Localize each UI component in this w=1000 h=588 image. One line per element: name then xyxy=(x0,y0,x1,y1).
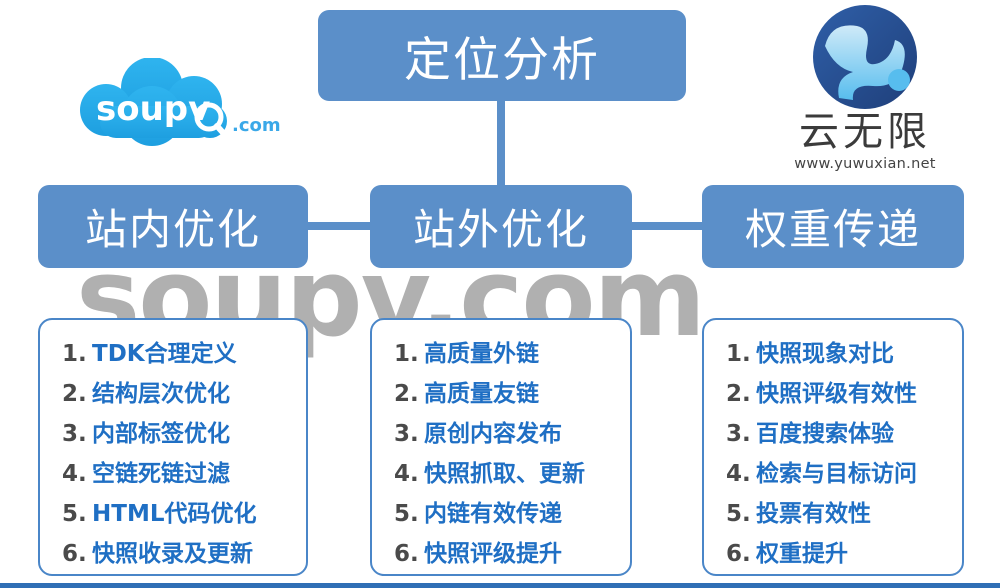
list-item-label: 快照收录及更新 xyxy=(92,541,253,567)
node-branch-weight[interactable]: 权重传递 xyxy=(702,185,964,268)
list-item-label: 高质量友链 xyxy=(424,381,539,407)
list-item-number: 2. xyxy=(726,381,751,407)
list-item: 1. 快照现象对比 xyxy=(704,334,962,370)
node-branch-offsite[interactable]: 站外优化 xyxy=(370,185,632,268)
list-item-number: 3. xyxy=(726,421,751,447)
list-item-label: 快照抓取、更新 xyxy=(424,461,585,487)
list-item-number: 5. xyxy=(394,501,419,527)
list-item: 1. TDK合理定义 xyxy=(40,334,306,370)
list-item-number: 6. xyxy=(394,541,419,567)
soupv-wordmark: soupv xyxy=(96,89,210,129)
list-item-label: 快照评级有效性 xyxy=(756,381,917,407)
list-item-number: 1. xyxy=(62,341,87,367)
list-item-number: 6. xyxy=(726,541,751,567)
list-item-number: 3. xyxy=(62,421,87,447)
list-item-number: 4. xyxy=(726,461,751,487)
yuwuxian-logo: 云无限 www.yuwuxian.net xyxy=(745,4,985,174)
list-item-label: 快照现象对比 xyxy=(756,341,894,367)
connector-left-to-middle xyxy=(300,222,378,230)
list-item-label: 内链有效传递 xyxy=(424,501,562,527)
yuwuxian-cn-name: 云无限 xyxy=(799,109,931,155)
list-item: 5. 投票有效性 xyxy=(704,494,962,530)
list-item-number: 1. xyxy=(726,341,751,367)
soupv-logo-graphic: soupv .com xyxy=(80,58,281,146)
connector-root-to-middle xyxy=(497,96,505,191)
list-item-label: 百度搜索体验 xyxy=(756,421,894,447)
list-item: 6. 快照收录及更新 xyxy=(40,534,306,570)
soupv-tld: .com xyxy=(232,115,281,136)
list-item: 4. 快照抓取、更新 xyxy=(372,454,630,490)
node-branch-weight-label: 权重传递 xyxy=(744,205,921,254)
list-item-number: 5. xyxy=(62,501,87,527)
list-item: 5. HTML代码优化 xyxy=(40,494,306,530)
list-item-label: 权重提升 xyxy=(756,541,848,567)
list-item-number: 2. xyxy=(62,381,87,407)
list-item-number: 2. xyxy=(394,381,419,407)
list-item-label: TDK合理定义 xyxy=(92,341,237,367)
soupv-logo: soupv .com xyxy=(60,58,290,163)
list-item: 2. 结构层次优化 xyxy=(40,374,306,410)
list-item-label: 内部标签优化 xyxy=(92,421,230,447)
list-item-number: 4. xyxy=(394,461,419,487)
list-item-label: 结构层次优化 xyxy=(92,381,230,407)
list-item-number: 3. xyxy=(394,421,419,447)
list-item: 2. 高质量友链 xyxy=(372,374,630,410)
list-item-number: 1. xyxy=(394,341,419,367)
bottom-accent-strip xyxy=(0,583,1000,588)
list-item-number: 6. xyxy=(62,541,87,567)
list-item-label: 高质量外链 xyxy=(424,341,539,367)
node-branch-onsite-label: 站内优化 xyxy=(84,205,261,254)
list-item: 6. 快照评级提升 xyxy=(372,534,630,570)
list-item-label: 原创内容发布 xyxy=(424,421,562,447)
list-item: 3. 内部标签优化 xyxy=(40,414,306,450)
list-item: 3. 百度搜索体验 xyxy=(704,414,962,450)
list-item-label: 快照评级提升 xyxy=(424,541,562,567)
list-item: 4. 空链死链过滤 xyxy=(40,454,306,490)
list-panel-onsite: 1. TDK合理定义 2. 结构层次优化 3. 内部标签优化 4. 空链死链过滤… xyxy=(38,318,308,576)
list-item-label: 空链死链过滤 xyxy=(92,461,230,487)
list-panel-weight: 1. 快照现象对比 2. 快照评级有效性 3. 百度搜索体验 4. 检索与目标访… xyxy=(702,318,964,576)
list-item: 4. 检索与目标访问 xyxy=(704,454,962,490)
yuwuxian-mark-icon xyxy=(813,5,917,109)
node-root[interactable]: 定位分析 xyxy=(318,10,686,101)
list-item: 6. 权重提升 xyxy=(704,534,962,570)
list-item: 1. 高质量外链 xyxy=(372,334,630,370)
list-item-number: 5. xyxy=(726,501,751,527)
list-panel-offsite: 1. 高质量外链 2. 高质量友链 3. 原创内容发布 4. 快照抓取、更新 5… xyxy=(370,318,632,576)
list-item-label: HTML代码优化 xyxy=(92,501,257,527)
magnifier-icon xyxy=(194,102,224,132)
list-item-number: 4. xyxy=(62,461,87,487)
yuwuxian-url: www.yuwuxian.net xyxy=(794,156,936,172)
list-item-label: 检索与目标访问 xyxy=(756,461,917,487)
list-item: 2. 快照评级有效性 xyxy=(704,374,962,410)
node-root-label: 定位分析 xyxy=(404,33,600,88)
node-branch-offsite-label: 站外优化 xyxy=(412,205,589,254)
node-branch-onsite[interactable]: 站内优化 xyxy=(38,185,308,268)
list-item: 5. 内链有效传递 xyxy=(372,494,630,530)
list-item-label: 投票有效性 xyxy=(756,501,871,527)
connector-middle-to-right xyxy=(624,222,710,230)
list-item: 3. 原创内容发布 xyxy=(372,414,630,450)
